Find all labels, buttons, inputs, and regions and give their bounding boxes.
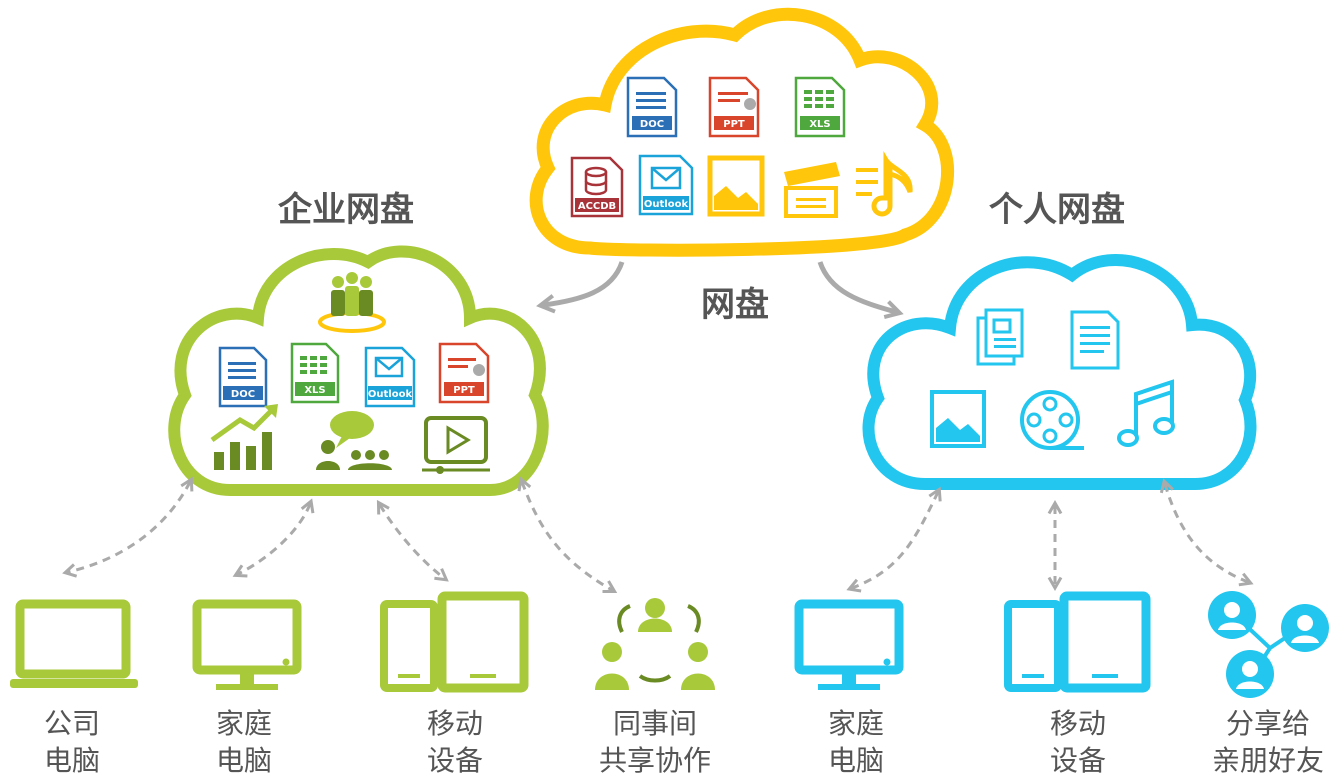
ent-doc-file-icon: DOC	[218, 346, 268, 408]
ent-xls-tag: XLS	[304, 385, 325, 396]
ppt-tag: PPT	[723, 119, 745, 130]
collaboration-icon	[595, 598, 715, 690]
ent-outlook-tag: Outlook	[368, 389, 413, 400]
accdb-tag: ACCDB	[578, 201, 616, 212]
label-line1: 移动	[427, 707, 483, 740]
label-line2: 电脑	[44, 744, 100, 777]
doc-file-icon: DOC	[626, 76, 678, 138]
arrow-to-enterprise	[536, 261, 625, 314]
sync-arrow-personal-home-pc	[846, 486, 942, 593]
device-label-office-pc: 公司 电脑	[44, 707, 100, 777]
xls-file-icon: XLS	[794, 76, 846, 138]
label-line2: 设备	[427, 744, 483, 777]
home-monitor-icon	[192, 599, 302, 690]
label-line2: 设备	[1050, 744, 1106, 777]
label-line2: 电脑	[828, 744, 884, 777]
device-label-mobile: 移动 设备	[427, 707, 483, 777]
enterprise-title: 企业网盘	[278, 190, 414, 230]
device-label-personal-home-pc: 家庭 电脑	[828, 707, 884, 777]
ppt-file-icon: PPT	[708, 76, 760, 138]
sync-arrow-mobile	[376, 499, 449, 582]
label-line2: 电脑	[216, 744, 272, 777]
sync-arrow-office-pc	[62, 476, 194, 578]
sync-arrow-share-friends	[1159, 478, 1254, 587]
personal-document-icon	[976, 308, 1024, 366]
personal-image-icon	[930, 390, 986, 448]
label-line1: 分享给	[1226, 707, 1310, 740]
sync-arrow-home-pc	[232, 498, 315, 578]
ent-doc-tag: DOC	[231, 389, 255, 400]
ent-ppt-file-icon: PPT	[438, 342, 490, 404]
device-label-personal-mobile: 移动 设备	[1050, 707, 1106, 777]
outlook-file-icon: Outlook	[638, 154, 694, 216]
sync-arrow-colleagues	[517, 476, 618, 594]
laptop-icon	[10, 599, 138, 688]
video-play-icon	[422, 416, 490, 474]
accdb-file-icon: ACCDB	[570, 156, 624, 218]
ent-outlook-file-icon: Outlook	[364, 346, 416, 408]
xls-tag: XLS	[809, 119, 830, 130]
personal-cloud	[862, 253, 1257, 490]
personal-title: 个人网盘	[989, 190, 1125, 230]
label-line1: 家庭	[216, 707, 272, 740]
share-friends-icon	[1208, 591, 1329, 698]
image-file-icon	[707, 155, 765, 217]
device-label-colleagues: 同事间 共享协作	[599, 707, 711, 777]
label-line2: 共享协作	[599, 744, 711, 777]
ent-xls-file-icon: XLS	[290, 342, 340, 404]
video-clapper-icon	[784, 162, 840, 218]
outlook-tag: Outlook	[644, 199, 689, 210]
center-label: 网盘	[701, 285, 769, 325]
personal-text-file-icon	[1070, 310, 1120, 370]
label-line1: 移动	[1050, 707, 1106, 740]
personal-mobile-devices-icon	[1004, 591, 1151, 693]
team-group-icon	[318, 272, 386, 333]
arrow-to-personal	[817, 261, 904, 319]
personal-monitor-icon	[794, 599, 904, 690]
music-note-icon	[1117, 379, 1175, 447]
ent-ppt-tag: PPT	[453, 385, 475, 396]
mobile-devices-icon	[380, 591, 529, 693]
label-line2: 亲朋好友	[1212, 744, 1324, 777]
label-line1: 公司	[44, 707, 100, 740]
device-label-share-friends: 分享给 亲朋好友	[1212, 707, 1324, 777]
music-file-icon	[856, 150, 913, 217]
meeting-discussion-icon	[316, 411, 392, 470]
label-line1: 家庭	[828, 707, 884, 740]
doc-tag: DOC	[640, 119, 664, 130]
device-label-home-pc: 家庭 电脑	[216, 707, 272, 777]
label-line1: 同事间	[613, 707, 697, 740]
film-reel-icon	[1020, 390, 1084, 450]
growth-chart-icon	[210, 404, 278, 470]
